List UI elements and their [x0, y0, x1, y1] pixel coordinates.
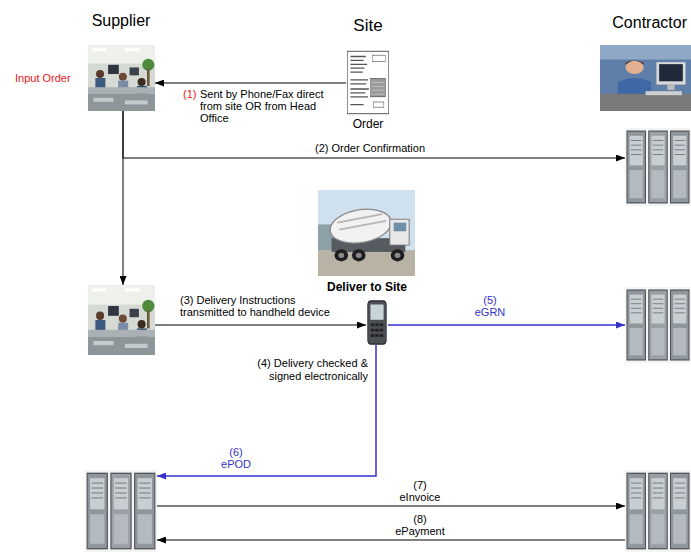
truck-picture [318, 190, 415, 276]
contractor-office-photo: Contractor [600, 45, 691, 111]
server-picture [625, 287, 691, 363]
supplier-dispatch-photo [88, 285, 155, 355]
order-picture [346, 50, 390, 115]
edge-label: (3) Delivery Instructions transmitted to… [180, 294, 340, 318]
note-label: Input Order [15, 72, 71, 84]
contractor-server [625, 128, 691, 206]
supplier-office-photo: Supplier [88, 45, 155, 111]
edge-label: (7) eInvoice [395, 479, 445, 503]
flow-arrow [123, 111, 124, 285]
edge-label: (5) eGRN [467, 294, 513, 318]
flow-arrow [157, 345, 376, 476]
contractor-server [625, 470, 691, 552]
flow-arrow [157, 540, 625, 541]
server-picture [625, 128, 691, 206]
handheld-picture [366, 300, 388, 345]
picture-caption: Deliver to Site [327, 281, 407, 295]
supplier-server [85, 470, 157, 552]
order-form: SiteOrder [346, 50, 390, 115]
edge-label: (2) Order Confirmation [315, 142, 425, 154]
column-heading: Contractor [612, 14, 687, 32]
server-picture [85, 470, 157, 552]
flow-arrow [155, 83, 346, 84]
flow-arrow [388, 324, 625, 326]
contractor-server [625, 287, 691, 363]
edge-label: (6) ePOD [216, 446, 256, 470]
step-note: (4) Delivery checked & signed electronic… [246, 357, 368, 382]
office-picture [88, 285, 155, 355]
edge-label: Sent by Phone/Fax direct from site OR fr… [200, 88, 328, 124]
picture-caption: Order [353, 118, 384, 132]
column-heading: Site [353, 16, 382, 36]
flow-arrow [123, 111, 625, 158]
edge-label: (8) ePayment [392, 513, 448, 537]
callout-number: (1) [183, 88, 196, 100]
column-heading: Supplier [92, 12, 151, 30]
server-picture [625, 470, 691, 552]
delivery-truck-photo: Deliver to Site [318, 190, 415, 276]
flow-arrow [157, 506, 625, 507]
flow-arrow [155, 325, 366, 326]
pc-picture [600, 45, 691, 111]
handheld-device: (4) Delivery checked & signed electronic… [366, 300, 388, 345]
office-picture [88, 45, 155, 111]
